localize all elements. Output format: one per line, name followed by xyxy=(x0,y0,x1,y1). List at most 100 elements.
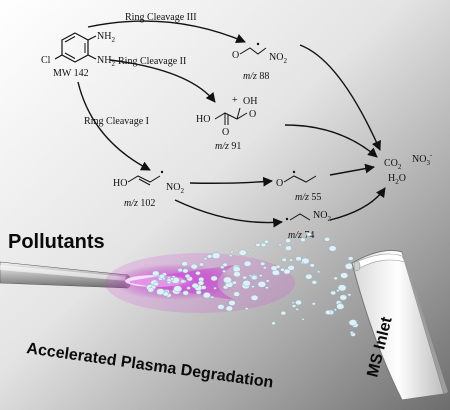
droplet xyxy=(347,256,354,261)
droplet xyxy=(182,290,189,296)
droplet xyxy=(211,252,221,260)
nitro-group-74: NO2 xyxy=(313,210,331,223)
intermediate-mz-55: O m/z 55 xyxy=(276,170,321,203)
mz-88-label: m/z 88 xyxy=(243,71,269,82)
reactant-mw: MW 142 xyxy=(53,68,89,79)
droplet xyxy=(291,304,297,308)
droplet xyxy=(180,279,186,284)
droplet xyxy=(311,280,318,285)
svg-text:O: O xyxy=(222,127,229,138)
droplet xyxy=(238,249,247,256)
droplet xyxy=(225,305,233,312)
droplet xyxy=(210,275,218,282)
svg-text:O: O xyxy=(249,109,256,120)
droplet xyxy=(337,284,347,292)
svg-text:+: + xyxy=(232,95,238,106)
droplet xyxy=(147,287,155,293)
amine-1-label: NH2 xyxy=(97,31,115,44)
droplet xyxy=(251,249,255,252)
droplet xyxy=(264,239,269,244)
arrow-cleavage-2 xyxy=(109,59,216,103)
droplet xyxy=(200,285,207,290)
droplet xyxy=(285,238,292,243)
droplet xyxy=(190,263,198,270)
droplet xyxy=(255,242,261,247)
droplet xyxy=(171,275,176,279)
svg-text:HO: HO xyxy=(196,114,210,125)
droplet xyxy=(348,319,358,326)
droplet xyxy=(333,276,338,280)
droplet xyxy=(257,280,267,288)
droplet xyxy=(280,311,287,316)
arrow-91-to-products xyxy=(284,124,378,158)
intermediate-mz-102: HO NO2 m/z 102 xyxy=(113,170,184,209)
droplet xyxy=(295,299,302,306)
droplet xyxy=(311,302,316,306)
droplet xyxy=(222,269,227,273)
droplet xyxy=(287,264,295,271)
droplet xyxy=(336,289,340,293)
droplet xyxy=(233,291,240,297)
svg-text:HO: HO xyxy=(113,178,127,189)
pollutants-label: Pollutants xyxy=(8,231,105,253)
droplet xyxy=(260,242,267,248)
svg-text:OH: OH xyxy=(243,96,257,107)
droplet xyxy=(243,260,252,267)
droplet xyxy=(181,261,188,267)
droplet xyxy=(184,273,191,279)
route-label-cleavage-3: Ring Cleavage III xyxy=(125,12,197,23)
droplet xyxy=(177,268,183,273)
droplet xyxy=(325,309,332,315)
arrow-74-to-products xyxy=(329,187,386,221)
droplet xyxy=(328,245,337,252)
nitro-group-88: NO2 xyxy=(269,52,287,65)
arrow-102-to-55 xyxy=(189,176,273,187)
droplet xyxy=(316,270,321,274)
arrow-88-to-products xyxy=(299,44,381,151)
droplet xyxy=(340,272,349,279)
droplet xyxy=(159,274,165,279)
mz-102-label: m/z 102 xyxy=(124,198,155,209)
droplet xyxy=(281,257,287,262)
route-label-cleavage-1: Ring Cleavage I xyxy=(84,116,149,127)
mz-55-label: m/z 55 xyxy=(295,192,321,203)
reactant-molecule: NH2 NH2 Cl MW 142 xyxy=(41,31,115,79)
droplet xyxy=(186,286,191,290)
droplet xyxy=(153,281,159,287)
svg-text:O: O xyxy=(276,178,283,189)
intermediate-mz-91: + OH HO O O m/z 91 xyxy=(196,95,257,152)
droplet xyxy=(330,290,337,296)
droplet xyxy=(300,261,304,265)
droplet xyxy=(306,232,312,237)
droplet xyxy=(233,271,241,278)
reaction-arrows xyxy=(77,20,386,228)
droplet xyxy=(301,318,305,321)
droplet-spray xyxy=(146,232,360,337)
droplet xyxy=(347,293,352,297)
droplet xyxy=(250,294,259,301)
droplet xyxy=(182,268,189,274)
arrow-cleavage-1 xyxy=(77,81,151,171)
droplet xyxy=(251,285,255,289)
droplet xyxy=(199,262,204,267)
svg-text:O: O xyxy=(232,50,239,61)
droplet xyxy=(228,254,233,258)
droplet xyxy=(265,279,270,283)
droplet xyxy=(349,331,354,335)
droplet xyxy=(300,237,306,242)
arrow-102-to-74 xyxy=(174,199,283,228)
droplet xyxy=(191,283,199,289)
droplet xyxy=(260,261,266,266)
chlorine-label: Cl xyxy=(41,55,51,66)
droplet xyxy=(231,280,237,285)
droplet xyxy=(220,265,225,269)
droplet xyxy=(336,303,345,310)
droplet xyxy=(230,250,234,254)
droplet xyxy=(152,270,160,277)
droplet xyxy=(259,274,263,278)
droplet xyxy=(203,257,208,261)
arrow-cleavage-3 xyxy=(87,20,246,44)
route-label-cleavage-2: Ring Cleavage II xyxy=(118,56,186,67)
